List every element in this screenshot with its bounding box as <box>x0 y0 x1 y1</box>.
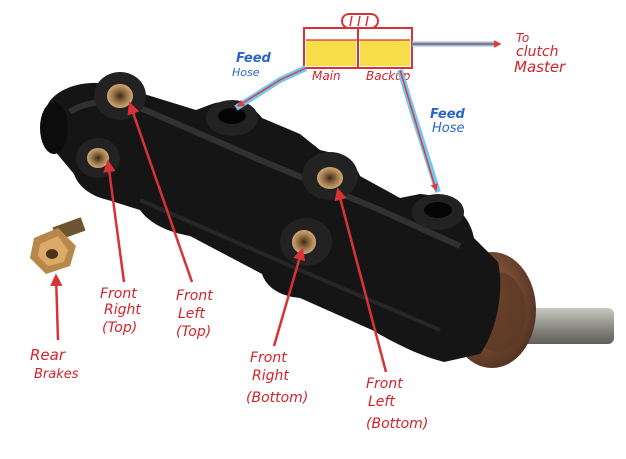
svg-text:Feed: Feed <box>430 107 466 122</box>
rear-brake-fitting <box>30 217 86 274</box>
svg-text:Left: Left <box>368 394 395 410</box>
to-clutch-label: To clutch Master <box>514 31 566 76</box>
svg-text:To: To <box>516 31 529 45</box>
front-right-bottom-label: Front Right (Bottom) <box>246 350 308 406</box>
svg-text:Front: Front <box>176 288 213 304</box>
svg-text:Hose: Hose <box>432 121 465 136</box>
arrow-front-left-bottom <box>334 187 388 373</box>
feed-inlet-main <box>218 108 246 124</box>
svg-text:Hose: Hose <box>232 66 260 79</box>
reservoir: Main Backup <box>303 13 413 83</box>
port-front-right-bottom <box>292 230 316 254</box>
svg-text:(Top): (Top) <box>102 320 137 336</box>
reservoir-main-label: Main <box>312 69 341 83</box>
arrow-front-right-bottom <box>272 247 306 347</box>
push-rod <box>518 308 614 344</box>
svg-text:Brakes: Brakes <box>34 367 79 382</box>
cylinder-casting <box>43 82 501 363</box>
port-front-left-top <box>107 84 133 108</box>
svg-text:(Bottom): (Bottom) <box>366 416 428 432</box>
connections <box>50 40 502 373</box>
port-front-right-top <box>87 148 109 168</box>
arrow-rear-brakes <box>50 273 63 341</box>
reservoir-main-fluid <box>306 40 356 66</box>
svg-text:Front: Front <box>366 376 403 392</box>
front-left-top-label: Front Left (Top) <box>176 288 213 340</box>
svg-text:Master: Master <box>514 58 566 76</box>
front-right-top-label: Front Right (Top) <box>100 286 141 336</box>
svg-text:Right: Right <box>252 368 289 384</box>
svg-text:Front: Front <box>250 350 287 366</box>
feed-hose-right-label: Feed Hose <box>430 107 466 136</box>
svg-text:Front: Front <box>100 286 137 302</box>
port-front-left-bottom <box>317 167 343 189</box>
reservoir-backup-fluid <box>360 40 410 66</box>
rear-brakes-label: Rear Brakes <box>30 346 79 382</box>
feed-hose-left-label: Feed Hose <box>232 51 272 79</box>
svg-text:(Bottom): (Bottom) <box>246 390 308 406</box>
svg-text:(Top): (Top) <box>176 324 211 340</box>
arrow-front-left-top <box>127 101 194 283</box>
rear-end-cap <box>40 102 68 154</box>
svg-text:Rear: Rear <box>30 346 66 364</box>
svg-text:Feed: Feed <box>236 51 272 66</box>
svg-text:clutch: clutch <box>516 44 559 60</box>
feed-inlet-backup <box>424 202 452 218</box>
svg-text:Left: Left <box>178 306 205 322</box>
arrow-front-right-top <box>103 159 126 283</box>
front-left-bottom-label: Front Left (Bottom) <box>366 376 428 432</box>
svg-text:Right: Right <box>104 302 141 318</box>
